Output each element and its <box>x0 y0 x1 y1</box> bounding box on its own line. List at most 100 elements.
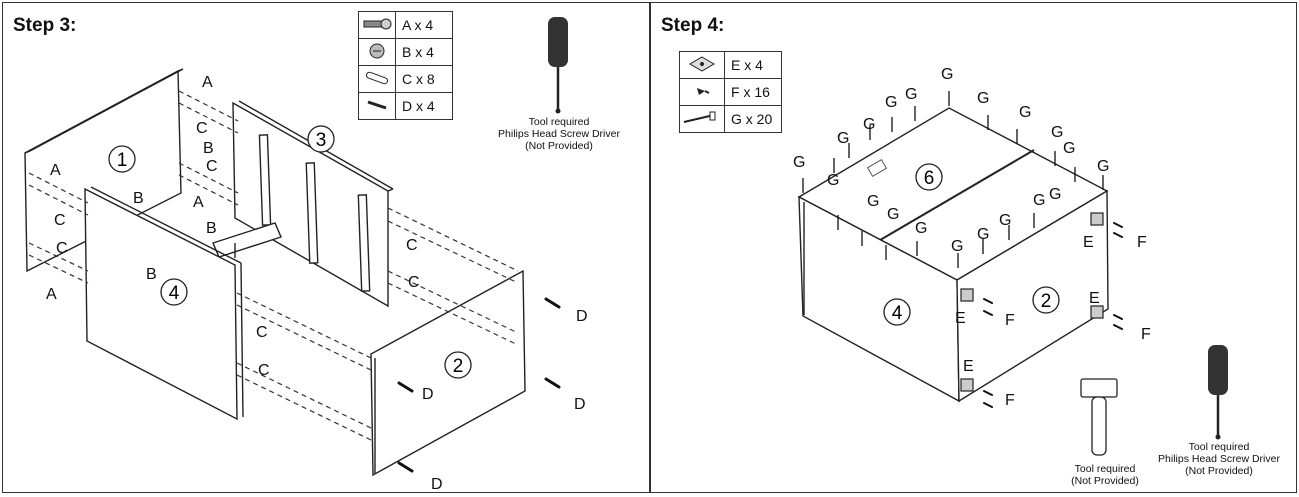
label-a: A <box>202 74 213 91</box>
step-3-tool-note: Tool required Philips Head Screw Driver … <box>498 116 620 152</box>
corner-bracket-icon <box>679 51 725 79</box>
label-d: D <box>431 476 443 493</box>
svg-text:G: G <box>793 154 805 171</box>
label-c: C <box>406 237 418 254</box>
label-d: D <box>574 396 586 413</box>
hammer-tool-note: Tool required (Not Provided) <box>1071 463 1139 487</box>
side-panel-1 <box>24 68 184 273</box>
label-d: D <box>576 308 588 325</box>
label-b: B <box>203 140 214 157</box>
step-3-diagram: 1 3 4 2 A C B C A B A B C C B A C <box>24 17 588 493</box>
label-c: C <box>408 274 420 291</box>
panel-number-1: 1 <box>108 145 136 173</box>
cabinet-box <box>797 107 1109 403</box>
part-row-d: D x 4 <box>358 92 453 120</box>
part-row-b: B x 4 <box>358 38 453 66</box>
part-row-e: E x 4 <box>679 51 782 79</box>
svg-text:F: F <box>1141 326 1151 343</box>
svg-text:1: 1 <box>117 150 128 171</box>
panel-number-3: 3 <box>307 125 335 153</box>
svg-text:G: G <box>1097 158 1109 175</box>
label-c: C <box>258 362 270 379</box>
panel-number-2: 2 <box>444 351 472 379</box>
svg-text:G: G <box>837 130 849 147</box>
label-a: A <box>193 194 204 211</box>
svg-text:G: G <box>915 220 927 237</box>
panel-number-2: 2 <box>1032 286 1060 314</box>
svg-text:G: G <box>951 238 963 255</box>
corner-brackets-e <box>960 212 1104 392</box>
svg-text:F: F <box>1005 312 1015 329</box>
label-c: C <box>56 240 68 257</box>
label-a: A <box>46 286 57 303</box>
svg-text:G: G <box>867 193 879 210</box>
svg-text:G: G <box>999 212 1011 229</box>
label-d: D <box>422 386 434 403</box>
svg-text:2: 2 <box>1041 291 1052 312</box>
label-c: C <box>256 324 268 341</box>
svg-text:G: G <box>977 226 989 243</box>
svg-text:4: 4 <box>892 303 903 324</box>
svg-text:G: G <box>863 116 875 133</box>
screw-icon <box>358 92 396 120</box>
nails-g <box>802 91 1104 268</box>
screwdriver-icon <box>1208 345 1228 440</box>
label-b: B <box>206 220 217 237</box>
screws-f <box>983 222 1123 408</box>
hammer-icon <box>1080 378 1118 456</box>
label-a: A <box>50 162 61 179</box>
svg-text:4: 4 <box>169 283 180 304</box>
svg-text:3: 3 <box>316 130 327 151</box>
step-4-parts-table: E x 4 F x 16 G x 20 <box>679 51 782 133</box>
svg-text:G: G <box>941 66 953 83</box>
barcode-label <box>866 158 888 178</box>
svg-text:E: E <box>963 358 974 375</box>
svg-text:E: E <box>1083 234 1094 251</box>
part-row-a: A x 4 <box>358 11 453 39</box>
step-4-diagram: 6 4 2 G G G G G G G G G G G G G G G G <box>793 66 1228 456</box>
step-4-title: Step 4: <box>661 15 725 36</box>
svg-text:G: G <box>905 86 917 103</box>
panel-number-6: 6 <box>915 163 943 191</box>
step-3-title: Step 3: <box>13 15 77 36</box>
cross-rail <box>212 222 282 258</box>
label-c: C <box>196 120 208 137</box>
svg-text:6: 6 <box>924 168 935 189</box>
guide-lines <box>28 90 519 441</box>
svg-text:E: E <box>1089 290 1100 307</box>
part-row-f: F x 16 <box>679 78 782 106</box>
panel-number-4: 4 <box>160 278 188 306</box>
svg-text:G: G <box>977 90 989 107</box>
cam-bolt-icon <box>358 11 396 39</box>
step-3-panel: Step 3: <box>2 2 650 493</box>
nail-icon <box>679 105 725 133</box>
svg-text:G: G <box>1019 104 1031 121</box>
svg-text:G: G <box>1049 186 1061 203</box>
label-c: C <box>54 212 66 229</box>
step-3-parts-table: A x 4 B x 4 C x 8 D x 4 <box>358 11 453 120</box>
svg-text:G: G <box>827 172 839 189</box>
screwdriver-icon <box>548 17 568 114</box>
wooden-dowel-icon <box>358 65 396 93</box>
svg-text:E: E <box>955 310 966 327</box>
svg-text:G: G <box>1051 124 1063 141</box>
part-row-c: C x 8 <box>358 65 453 93</box>
screwdriver-tool-note: Tool required Philips Head Screw Driver … <box>1158 441 1280 477</box>
label-b: B <box>146 266 157 283</box>
svg-text:2: 2 <box>453 356 464 377</box>
cam-lock-icon <box>358 38 396 66</box>
hardware-labels: G G G G G G G G G G G G G G G G G G G G … <box>793 66 1151 409</box>
label-b: B <box>133 190 144 207</box>
back-panel-3 <box>232 100 394 308</box>
svg-text:G: G <box>1033 192 1045 209</box>
hardware-labels: A C B C A B A B C C B A C C C C D D D D <box>46 74 588 493</box>
svg-text:F: F <box>1137 234 1147 251</box>
step-4-panel: Step 4: <box>650 2 1297 493</box>
part-row-g: G x 20 <box>679 105 782 133</box>
screws-d <box>397 297 561 473</box>
svg-text:G: G <box>887 206 899 223</box>
small-screw-icon <box>679 78 725 106</box>
panel-number-4: 4 <box>883 298 911 326</box>
front-panel-4 <box>84 186 244 421</box>
svg-text:F: F <box>1005 392 1015 409</box>
